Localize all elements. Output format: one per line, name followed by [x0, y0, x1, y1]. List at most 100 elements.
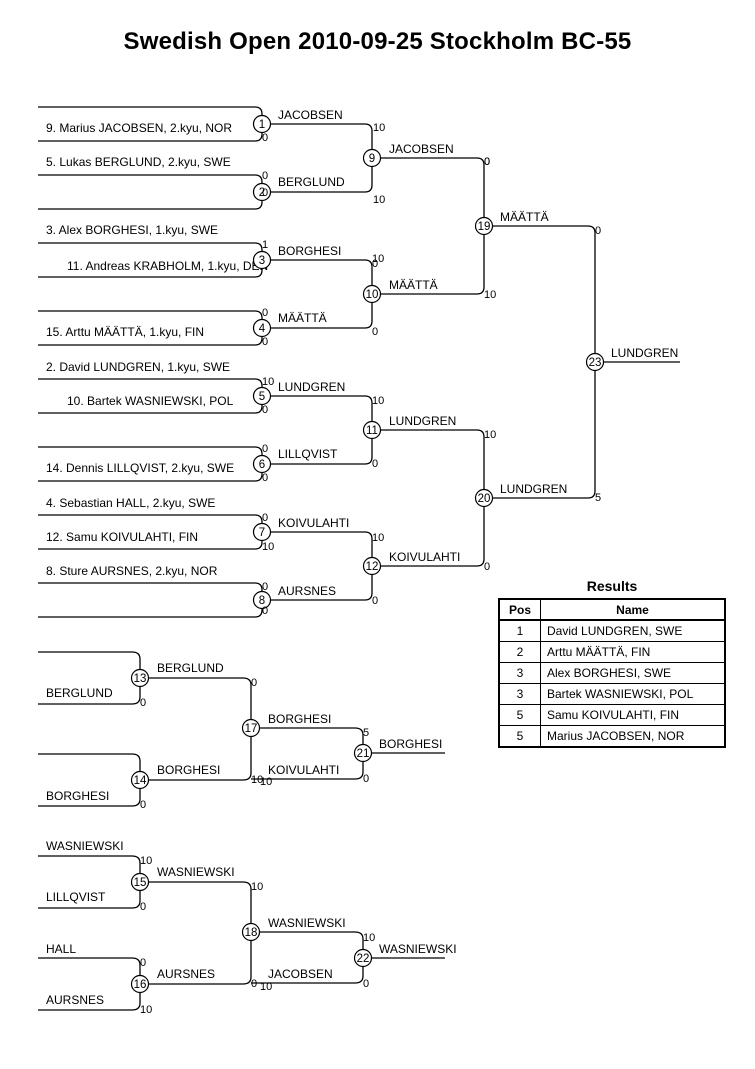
results-name: Arttu MÄÄTTÄ, FIN — [540, 641, 725, 663]
match-number: 21 — [357, 748, 370, 760]
score: 0 — [262, 336, 268, 348]
score: 10 — [251, 881, 263, 893]
match-number-circle — [474, 216, 494, 236]
results-name: Marius JACOBSEN, NOR — [540, 725, 725, 748]
entrant-label: BERGLUND — [46, 686, 113, 700]
score: 0 — [262, 472, 268, 484]
entrant-label: 12. Samu KOIVULAHTI, FIN — [46, 530, 198, 544]
score: 0 — [251, 677, 257, 689]
match-number-circle — [130, 668, 150, 688]
score: 0 — [262, 581, 268, 593]
score: 0 — [595, 225, 601, 237]
score: 0 — [484, 156, 490, 168]
results-name: Samu KOIVULAHTI, FIN — [540, 704, 725, 726]
score: 0 — [262, 132, 268, 144]
match-number: 7 — [259, 527, 265, 539]
match-number: 3 — [259, 255, 265, 267]
winner-label: BORGHESI — [379, 737, 442, 751]
results-pos: 1 — [499, 620, 541, 642]
score: 10 — [140, 855, 152, 867]
results-title: Results — [586, 578, 638, 594]
match-number-circle — [362, 556, 382, 576]
match-number: 4 — [259, 323, 266, 335]
results-header-name: Name — [540, 599, 725, 621]
winner-label: JACOBSEN — [278, 108, 343, 122]
winner-label: JACOBSEN — [389, 142, 454, 156]
score: 10 — [363, 932, 375, 944]
entrant-label: 3. Alex BORGHESI, 1.kyu, SWE — [46, 223, 218, 237]
score: 0 — [262, 307, 268, 319]
entrant-label: 10. Bartek WASNIEWSKI, POL — [67, 394, 234, 408]
match-number-circle — [252, 454, 272, 474]
winner-label: AURSNES — [157, 967, 215, 981]
entrant-label: AURSNES — [46, 993, 104, 1007]
score: 10 — [251, 774, 263, 786]
match-number: 22 — [357, 953, 370, 965]
match-number: 18 — [245, 927, 258, 939]
match-number: 20 — [478, 493, 491, 505]
results-pos: 2 — [499, 641, 541, 663]
score: 0 — [262, 512, 268, 524]
winner-label: BORGHESI — [157, 763, 220, 777]
winner-label: KOIVULAHTI — [278, 516, 349, 530]
page-title: Swedish Open 2010-09-25 Stockholm BC-55 — [123, 28, 632, 55]
match-number-circle — [474, 488, 494, 508]
score: 10 — [260, 981, 272, 993]
match-number: 1 — [259, 119, 265, 131]
match-number: 11 — [366, 425, 378, 437]
winner-label: LUNDGREN — [611, 346, 678, 360]
score: 10 — [372, 395, 384, 407]
match-number: 23 — [589, 357, 602, 369]
score: 5 — [363, 727, 369, 739]
match-number-circle — [353, 948, 373, 968]
entrant-label: 11. Andreas KRABHOLM, 1.kyu, DEN — [67, 259, 268, 273]
match-number-circle — [252, 182, 272, 202]
match-number: 10 — [366, 289, 379, 301]
score: 0 — [484, 561, 490, 573]
winner-label: LUNDGREN — [500, 482, 567, 496]
score: 1 — [262, 239, 268, 251]
entrant-label: 9. Marius JACOBSEN, 2.kyu, NOR — [46, 121, 232, 135]
score: 0 — [372, 326, 378, 338]
score: 10 — [484, 289, 496, 301]
match-number: 9 — [369, 153, 375, 165]
winner-label: BORGHESI — [268, 712, 331, 726]
score: 0 — [262, 404, 268, 416]
match-number-circle — [241, 718, 261, 738]
match-number: 15 — [134, 877, 147, 889]
score: 10 — [260, 776, 272, 788]
entrant-label: 8. Sture AURSNES, 2.kyu, NOR — [46, 564, 218, 578]
match-number-circle — [252, 386, 272, 406]
winner-label: AURSNES — [278, 584, 336, 598]
match-number-circle — [130, 770, 150, 790]
winner-label: BORGHESI — [278, 244, 341, 258]
winner-label: LILLQVIST — [278, 447, 338, 461]
score: 10 — [373, 194, 385, 206]
winner-label: MÄÄTTÄ — [500, 210, 549, 224]
winner-label: LUNDGREN — [389, 414, 456, 428]
match-number: 6 — [259, 459, 265, 471]
score: 0 — [262, 187, 268, 199]
match-number-circle — [252, 522, 272, 542]
bracket-lines — [38, 106, 680, 1011]
entrant-label: 2. David LUNDGREN, 1.kyu, SWE — [46, 360, 230, 374]
entrant-label: WASNIEWSKI — [46, 839, 124, 853]
match-number: 17 — [245, 723, 258, 735]
match-number-circle — [362, 284, 382, 304]
score: 10 — [484, 429, 496, 441]
results-pos: 3 — [499, 683, 541, 705]
entrant-label: LILLQVIST — [46, 890, 106, 904]
winner-label: MÄÄTTÄ — [278, 311, 327, 325]
match-number: 16 — [134, 979, 147, 991]
score: 0 — [262, 605, 268, 617]
match-number: 8 — [259, 595, 265, 607]
winner-label: WASNIEWSKI — [268, 916, 346, 930]
score: 0 — [251, 978, 257, 990]
results-header-row: Pos Name — [499, 599, 725, 621]
winner-label: WASNIEWSKI — [157, 865, 235, 879]
